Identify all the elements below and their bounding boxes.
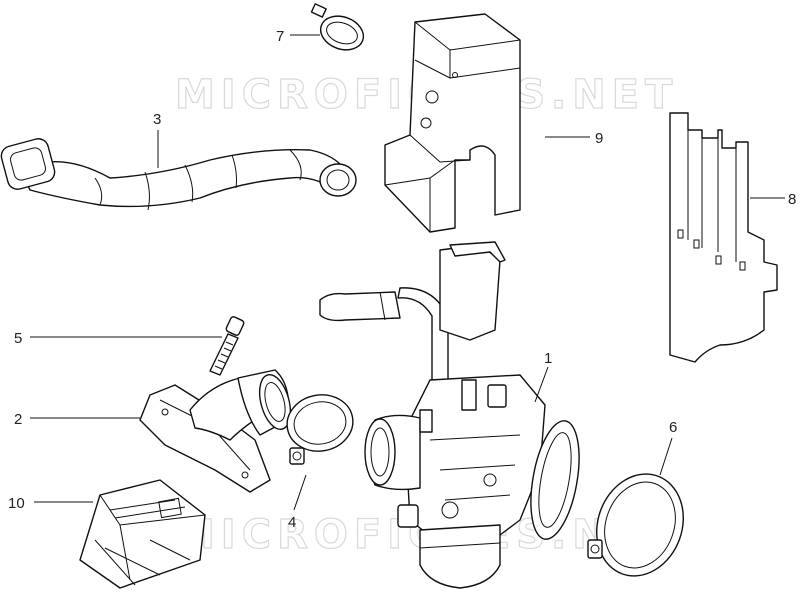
part-6-large-clamp: [587, 473, 684, 577]
part-8-gasket-plate: [669, 112, 778, 363]
callout-label-5: 5: [14, 330, 22, 347]
callout-label-1: 1: [544, 350, 552, 367]
part-3-intake-hose: [0, 138, 357, 211]
leader-1: [534, 366, 549, 403]
part-5-bolt: [209, 316, 245, 376]
part-9-cover-block: [384, 13, 521, 233]
callout-labels: 1 2 3 4 5 6 7 8 9 10: [8, 28, 796, 531]
callout-label-8: 8: [788, 191, 796, 208]
part-4-medium-clamp: [286, 394, 354, 465]
callout-label-3: 3: [153, 111, 161, 128]
callout-label-9: 9: [595, 130, 603, 147]
leader-4: [293, 474, 307, 511]
part-7-small-clamp: [310, 3, 365, 51]
callout-label-6: 6: [669, 419, 677, 436]
callout-label-7: 7: [276, 28, 284, 45]
part-2-intake-manifold: [139, 369, 292, 493]
part-1-carburettor: [319, 241, 580, 589]
callout-label-10: 10: [8, 495, 25, 512]
part-10-reed-valve: [79, 479, 206, 589]
callout-label-4: 4: [288, 514, 296, 531]
callout-label-2: 2: [14, 411, 22, 428]
leader-6: [659, 437, 673, 476]
leader-lines: [30, 34, 785, 511]
